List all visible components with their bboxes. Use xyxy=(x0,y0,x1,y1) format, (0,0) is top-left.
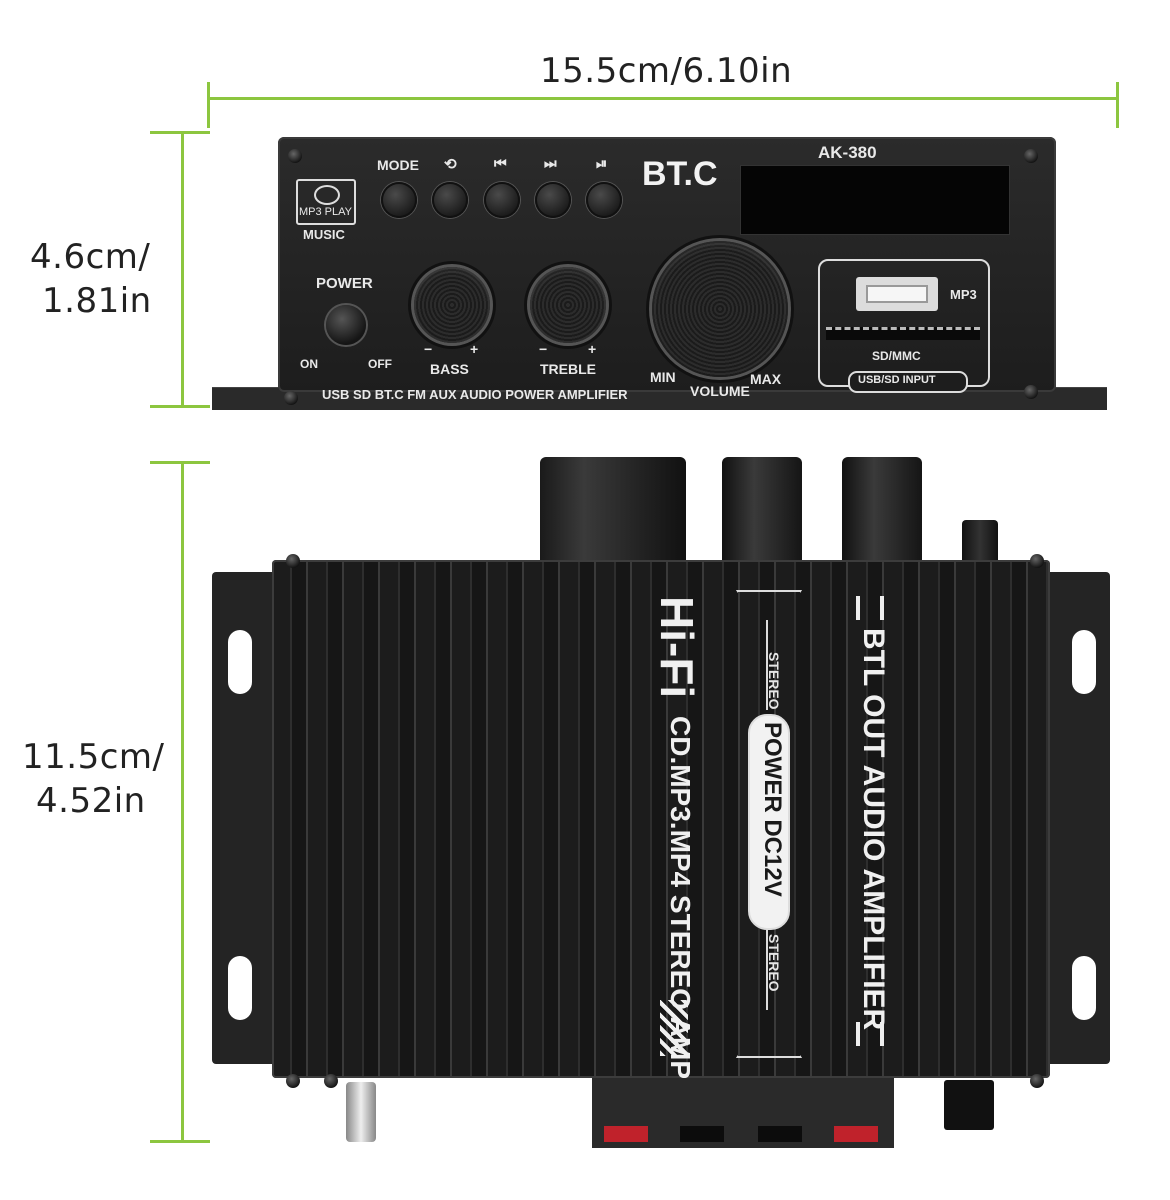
screw-icon xyxy=(1024,385,1038,399)
prev-label: ⏮ xyxy=(494,155,507,171)
terminal-black xyxy=(680,1126,724,1142)
screw-icon xyxy=(288,149,302,163)
sd-card-slot[interactable] xyxy=(826,327,980,340)
power-switch-top xyxy=(962,520,998,566)
height-cap-bottom xyxy=(150,405,210,408)
mp3-play-label: MP3 PLAY xyxy=(299,206,352,218)
play-pause-button[interactable] xyxy=(586,182,622,218)
music-label: MUSIC xyxy=(303,227,345,242)
right-flange xyxy=(1048,572,1110,1064)
next-button[interactable] xyxy=(535,182,571,218)
treble-minus: − xyxy=(539,341,548,357)
depth-dimension-label-1: 11.5cm/ xyxy=(22,737,165,777)
stereo-label-top: STEREO xyxy=(766,652,782,710)
repeat-button[interactable] xyxy=(432,182,468,218)
screw-icon xyxy=(284,391,298,405)
speaker-terminal-block xyxy=(592,1078,894,1148)
depth-cap-bottom xyxy=(150,1140,210,1143)
repeat-label: ⟲ xyxy=(444,156,457,173)
model-label: AK-380 xyxy=(818,143,877,162)
width-cap-left xyxy=(207,82,210,128)
depth-cap-top xyxy=(150,461,210,464)
mount-slot xyxy=(228,630,252,694)
dc-power-jack xyxy=(944,1080,994,1130)
bass-minus: − xyxy=(424,341,433,357)
mp3-music-logo: MP3 PLAY xyxy=(296,179,356,225)
height-dimension-line xyxy=(181,132,184,408)
width-dimension-line xyxy=(208,97,1118,100)
center-line-top xyxy=(766,620,768,710)
bass-knob-top xyxy=(722,457,802,565)
height-dimension-label-1: 4.6cm/ xyxy=(30,237,151,277)
mode-label: MODE xyxy=(377,157,419,173)
rca-jack xyxy=(346,1082,376,1142)
on-label: ON xyxy=(300,357,318,371)
power-label: POWER xyxy=(316,275,373,292)
sd-mmc-label: SD/MMC xyxy=(872,349,921,363)
play-pause-label: ⏯ xyxy=(596,155,608,171)
screw-icon xyxy=(286,554,300,568)
screw-icon xyxy=(324,1074,338,1088)
bass-label: BASS xyxy=(430,361,469,377)
width-dimension-label: 15.5cm/6.10in xyxy=(540,51,793,91)
screw-icon xyxy=(1030,1074,1044,1088)
depth-dimension-label-2: 4.52in xyxy=(36,781,146,821)
usb-port[interactable] xyxy=(856,277,938,311)
off-label: OFF xyxy=(368,357,392,371)
disc-icon xyxy=(314,185,340,205)
volume-max-label: MAX xyxy=(750,371,782,387)
treble-plus: + xyxy=(588,341,597,357)
terminal-red xyxy=(834,1126,878,1142)
volume-knob-top xyxy=(540,457,686,571)
usb-sd-input-label: USB/SD INPUT xyxy=(858,374,936,386)
mode-button[interactable] xyxy=(381,182,417,218)
left-flange xyxy=(212,572,274,1064)
treble-knob[interactable] xyxy=(530,267,606,343)
amplifier-top-body xyxy=(272,560,1050,1078)
hifi-stripes-icon xyxy=(660,1000,688,1056)
treble-label: TREBLE xyxy=(540,361,596,377)
height-cap-top xyxy=(150,131,210,134)
screw-icon xyxy=(1030,554,1044,568)
power-button[interactable] xyxy=(326,305,366,345)
next-label: ⏭ xyxy=(544,155,557,171)
display-screen xyxy=(740,165,1010,235)
screw-icon xyxy=(1024,149,1038,163)
front-panel: MP3 PLAY MUSIC MODE ⟲ ⏮ ⏭ ⏯ BT.C AK-380 … xyxy=(212,137,1107,410)
treble-knob-top xyxy=(842,457,922,565)
height-dimension-label-2: 1.81in xyxy=(42,281,152,321)
mount-slot xyxy=(1072,630,1096,694)
usb-sd-input-badge xyxy=(848,371,968,393)
terminal-red xyxy=(604,1126,648,1142)
volume-knob[interactable] xyxy=(652,241,788,377)
prev-button[interactable] xyxy=(484,182,520,218)
front-bottom-label: USB SD BT.C FM AUX AUDIO POWER AMPLIFIER xyxy=(322,387,628,402)
usb-port-inner xyxy=(866,285,928,303)
mp3-label: MP3 xyxy=(950,287,977,302)
mount-slot xyxy=(1072,956,1096,1020)
hifi-label: Hi-Fi xyxy=(651,596,703,699)
btl-out-label: BTL OUT AUDIO AMPLIFIER xyxy=(857,628,890,1031)
volume-min-label: MIN xyxy=(650,369,676,385)
bass-plus: + xyxy=(470,341,479,357)
volume-label: VOLUME xyxy=(690,383,750,399)
terminal-black xyxy=(758,1126,802,1142)
bass-knob[interactable] xyxy=(414,267,490,343)
screw-icon xyxy=(286,1074,300,1088)
center-line-bottom xyxy=(766,930,768,1010)
power-dc-badge xyxy=(748,714,790,930)
width-cap-right xyxy=(1116,82,1119,128)
stereo-label-bottom: STEREO xyxy=(766,934,782,992)
brand-label: BT.C xyxy=(642,155,718,193)
btl-bar-top xyxy=(856,596,884,620)
depth-dimension-line xyxy=(181,462,184,1142)
mount-slot xyxy=(228,956,252,1020)
power-dc-label: POWER DC12V xyxy=(759,722,786,897)
btl-bar-bottom xyxy=(856,1022,884,1046)
